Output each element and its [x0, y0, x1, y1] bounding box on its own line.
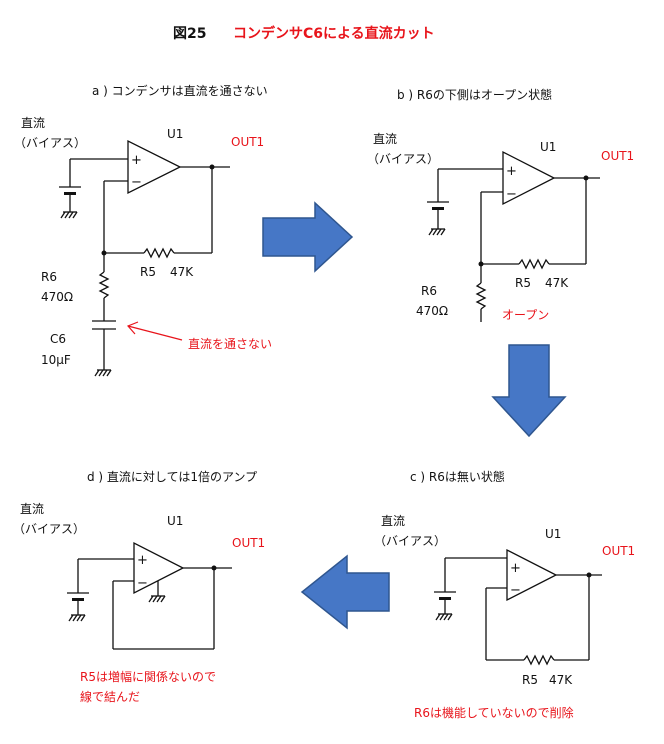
panel-a-bias-sublabel: （バイアス）	[14, 136, 86, 150]
panel-d: d ) 直流に対しては1倍のアンプ 直流 （バイアス） U1 OUT1 + − …	[13, 469, 265, 704]
panel-b-r5-label: R5	[515, 276, 531, 290]
panel-d-ground-icon	[68, 614, 86, 622]
panel-a-r5-value: 47K	[170, 265, 194, 279]
panel-b-minus-sign: −	[506, 187, 517, 202]
panel-a-note: 直流を通さない	[188, 337, 272, 351]
panel-c-plus-sign: +	[510, 561, 521, 576]
panel-d-output-label: OUT1	[232, 536, 265, 550]
panel-c-caption: c ) R6は無い状態	[410, 469, 505, 484]
panel-a-r6-resistor	[98, 271, 110, 299]
panel-c: c ) R6は無い状態 直流 （バイアス） U1 OUT1 + − R5 47K…	[374, 469, 635, 720]
panel-c-bias-sublabel: （バイアス）	[374, 534, 446, 548]
panel-b-caption: b ) R6の下側はオープン状態	[397, 87, 552, 102]
panel-a-r5-resistor	[143, 247, 175, 259]
panel-a-c6-label: C6	[50, 332, 66, 346]
panel-a-output-label: OUT1	[231, 135, 264, 149]
panel-a-caption: a ) コンデンサは直流を通さない	[92, 83, 268, 98]
panel-c-note: R6は機能していないので削除	[414, 705, 574, 720]
panel-c-r5-value: 47K	[549, 673, 573, 687]
panel-d-minus-sign: −	[137, 576, 148, 591]
arrow-left-icon	[300, 554, 390, 630]
panel-a-r5-label: R5	[140, 265, 156, 279]
panel-c-bias-label: 直流	[381, 514, 405, 528]
panel-c-output-label: OUT1	[602, 544, 635, 558]
panel-a-c6-ground-icon	[94, 369, 112, 377]
panel-a-r6-value: 470Ω	[41, 290, 73, 304]
panel-d-note-line2: 線で結んだ	[80, 689, 140, 704]
figure-title: コンデンサC6による直流カット	[233, 25, 435, 42]
panel-a-bias-label: 直流	[21, 116, 45, 130]
panel-b-r6-label: R6	[421, 284, 437, 298]
panel-b-opamp-icon	[502, 150, 556, 206]
panel-d-plus-sign: +	[137, 553, 148, 568]
panel-c-r5-label: R5	[522, 673, 538, 687]
panel-c-minus-sign: −	[510, 583, 521, 598]
panel-c-opamp-label: U1	[545, 527, 561, 541]
panel-b-r5-value: 47K	[545, 276, 569, 290]
panel-a-opamp-icon	[127, 139, 182, 195]
panel-b-battery-plate-short	[432, 207, 444, 210]
panel-c-ground-icon	[435, 613, 453, 621]
panel-a-plus-sign: +	[131, 153, 142, 168]
panel-a-opamp-label: U1	[167, 127, 183, 141]
panel-d-opamp-ground-icon	[148, 595, 166, 603]
panel-b-plus-sign: +	[506, 164, 517, 179]
panel-d-note-line1: R5は増幅に関係ないので	[80, 669, 216, 684]
panel-b-output-label: OUT1	[601, 149, 634, 163]
panel-a-ground-icon	[60, 211, 78, 219]
panel-d-opamp-icon	[133, 541, 185, 595]
panel-a-note-arrow	[127, 325, 183, 341]
panel-d-opamp-label: U1	[167, 514, 183, 528]
panel-a: a ) コンデンサは直流を通さない 直流 （バイアス） U1 OUT1 + − …	[14, 83, 272, 377]
panel-a-battery-plate-short	[64, 192, 76, 195]
panel-a-r6-label: R6	[41, 270, 57, 284]
panel-c-r5-resistor	[523, 654, 555, 666]
panel-a-c6-value: 10μF	[41, 353, 71, 367]
panel-d-battery-plate-short	[72, 598, 84, 601]
arrow-down-icon	[491, 344, 567, 438]
panel-b-opamp-label: U1	[540, 140, 556, 154]
panel-b-r6-resistor	[475, 282, 487, 310]
panel-d-bias-label: 直流	[20, 502, 44, 516]
panel-b-ground-icon	[428, 228, 446, 236]
panel-b-r5-resistor	[518, 258, 550, 270]
panel-d-caption: d ) 直流に対しては1倍のアンプ	[87, 469, 257, 484]
panel-b-r6-value: 470Ω	[416, 304, 448, 318]
panel-b-note: オープン	[502, 308, 549, 322]
panel-a-minus-sign: −	[131, 175, 142, 190]
panel-c-battery-plate-short	[439, 597, 451, 600]
panel-b-bias-label: 直流	[373, 132, 397, 146]
panel-b: b ) R6の下側はオープン状態 直流 （バイアス） U1 OUT1 + − R…	[367, 87, 634, 322]
figure-number: 図25	[173, 26, 206, 42]
panel-b-bias-sublabel: （バイアス）	[367, 152, 439, 166]
panel-d-bias-sublabel: （バイアス）	[13, 522, 85, 536]
panel-c-opamp-icon	[506, 548, 558, 602]
arrow-right-icon	[262, 201, 354, 273]
